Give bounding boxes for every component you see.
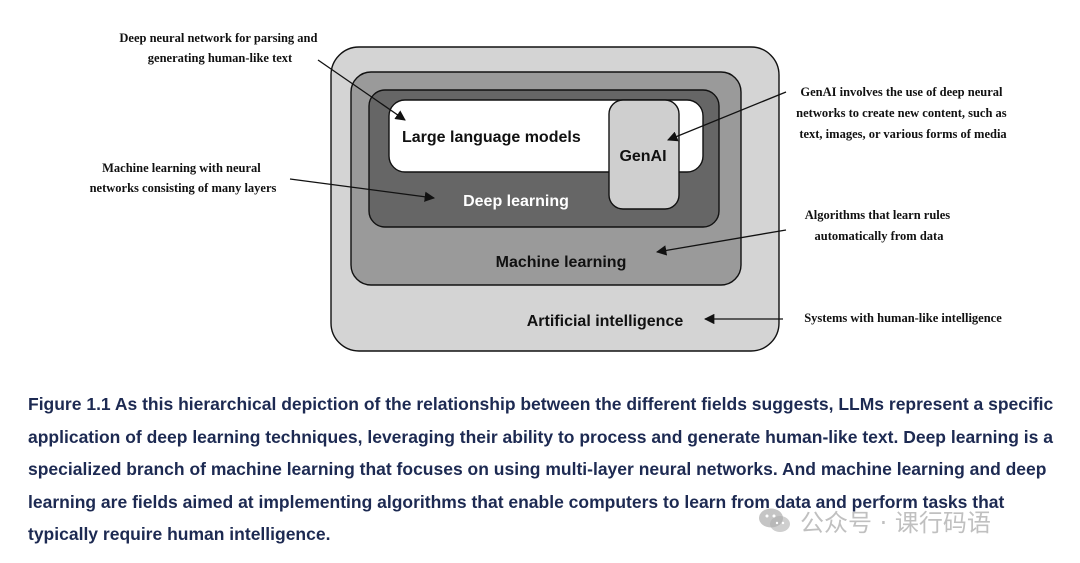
genai-label: GenAI (619, 148, 666, 165)
dl-label: Deep learning (463, 193, 569, 210)
figure-caption: Figure 1.1 As this hierarchical depictio… (28, 394, 1054, 544)
watermark-text: 公众号 · 课行码语 (800, 509, 991, 537)
ai-hierarchy-diagram: Large language models GenAI Deep learnin… (90, 31, 1010, 352)
llm-arrow (317, 59, 406, 121)
watermark: 公众号 · 课行码语 (758, 503, 991, 538)
genai-arrow (667, 91, 787, 142)
dl-annotation: Machine learning with neural networks co… (90, 161, 277, 195)
llm-annotation: Deep neural network for parsing and gene… (119, 31, 320, 65)
wechat-icon (758, 507, 792, 535)
ai-label: Artificial intelligence (527, 313, 684, 330)
llm-label: Large language models (402, 129, 581, 146)
dl-arrow (289, 178, 436, 202)
ml-label: Machine learning (496, 254, 627, 271)
ai-annotation: Systems with human-like intelligence (804, 311, 1002, 325)
genai-box (608, 99, 680, 210)
ml-arrow (655, 229, 787, 256)
ml-annotation: Algorithms that learn rules automaticall… (805, 208, 954, 243)
genai-annotation: GenAI involves the use of deep neural ne… (796, 85, 1010, 141)
